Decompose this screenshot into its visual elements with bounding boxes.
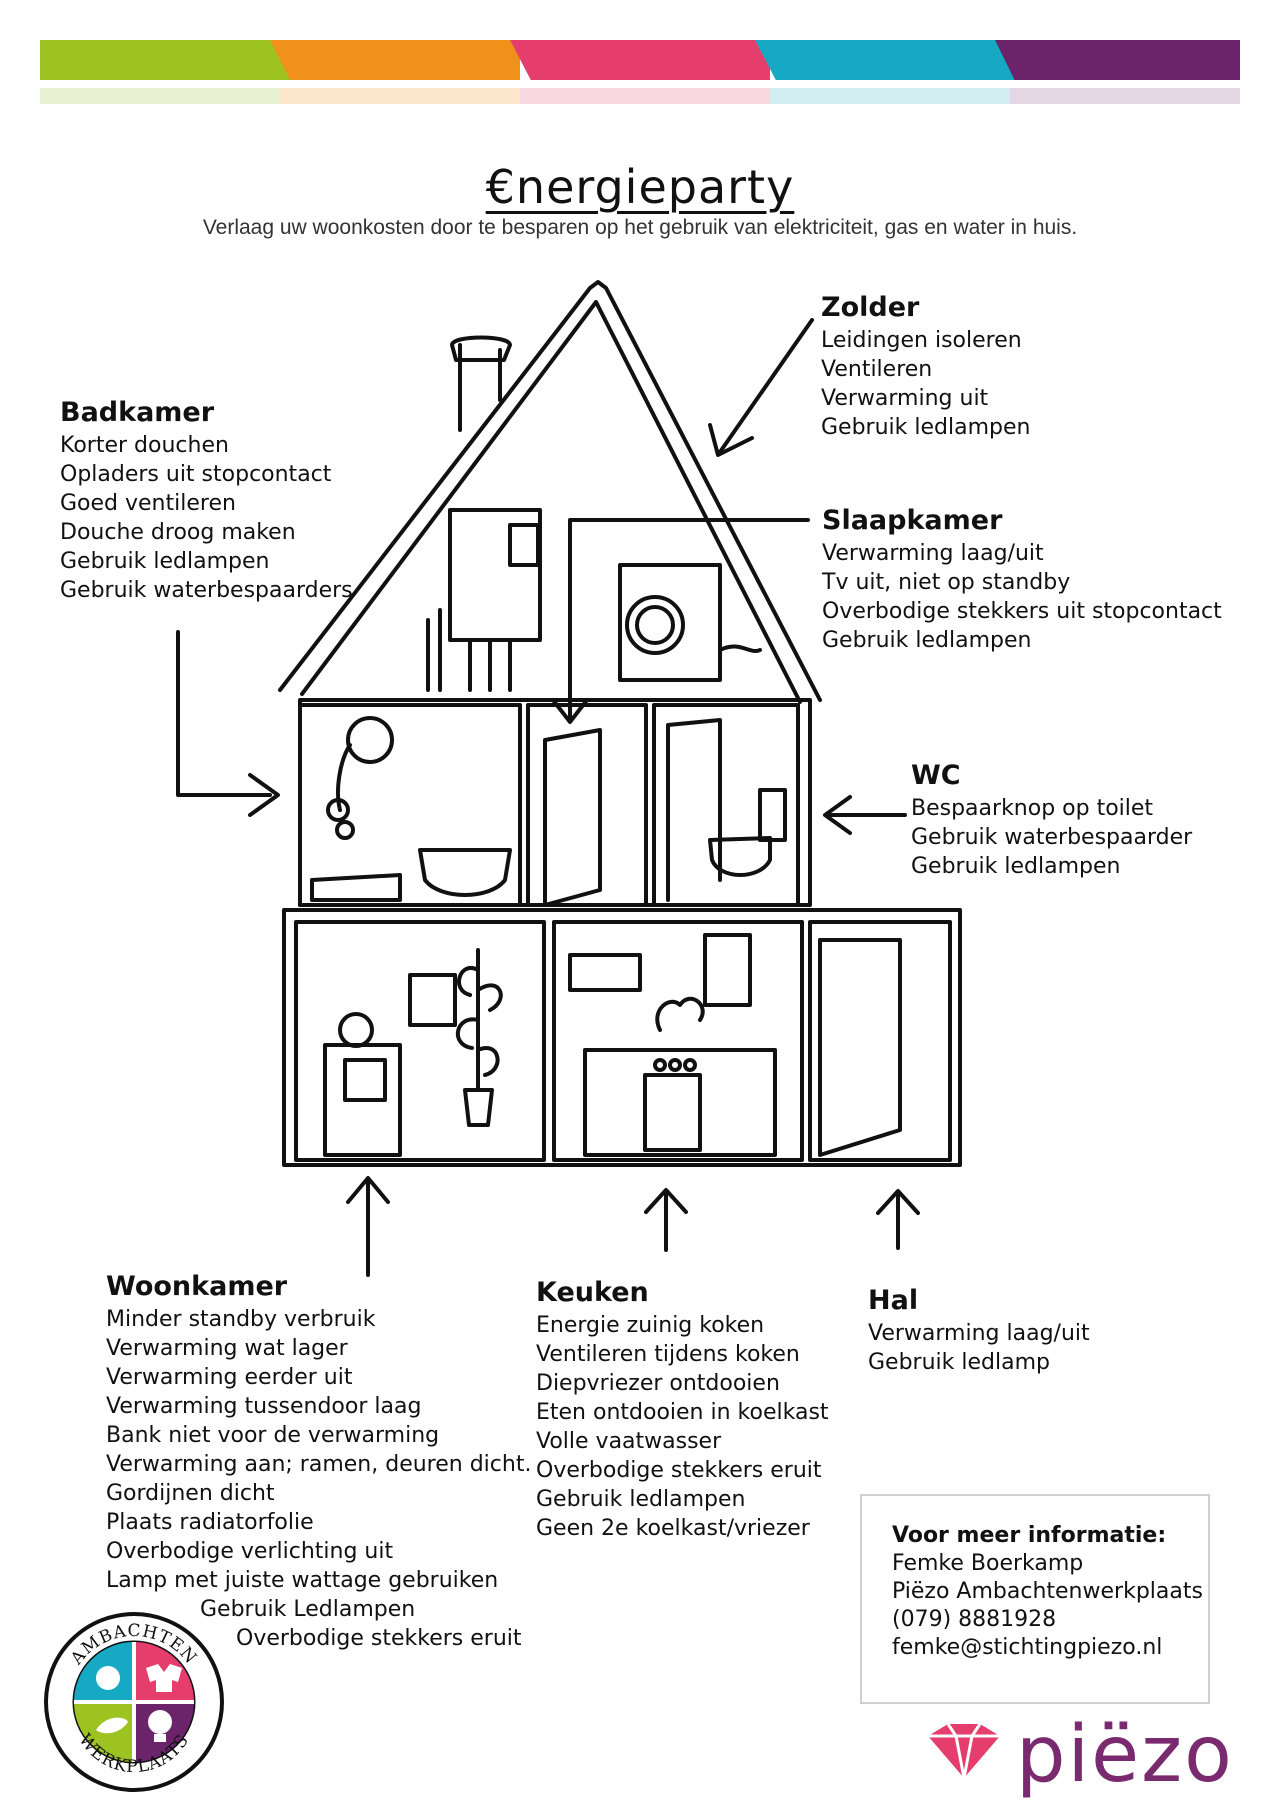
piezo-logo-text: piëzo <box>1016 1710 1234 1800</box>
color-bar-pink <box>510 40 770 80</box>
tip-item: Overbodige stekkers eruit <box>536 1458 822 1483</box>
tip-item: Douche droog maken <box>60 520 296 545</box>
color-bar-light-cyan <box>770 88 1010 104</box>
tip-item: Gordijnen dicht <box>106 1481 275 1506</box>
tip-item: Gebruik ledlampen <box>536 1487 746 1512</box>
room-slaapkamer: Slaapkamer Verwarming laag/uit Tv uit, n… <box>822 505 1222 655</box>
tip-item: Gebruik ledlamp <box>868 1350 1050 1375</box>
tip-item: Minder standby verbruik <box>106 1307 376 1332</box>
tip-item: Diepvriezer ontdooien <box>536 1371 780 1396</box>
color-bar-light-orange <box>280 88 520 104</box>
tip-item: Volle vaatwasser <box>536 1429 722 1454</box>
tip-item: Gebruik waterbespaarders <box>60 578 353 603</box>
room-title: Woonkamer <box>106 1271 288 1302</box>
tip-item: Geen 2e koelkast/vriezer <box>536 1516 810 1541</box>
room-wc: WC Bespaarknop op toilet Gebruik waterbe… <box>911 760 1192 881</box>
tip-item: Gebruik Ledlampen <box>200 1597 416 1622</box>
tip-item: Bank niet voor de verwarming <box>106 1423 440 1448</box>
color-bar-orange <box>270 40 520 80</box>
piezo-logo <box>928 1723 1000 1779</box>
tip-item: Energie zuinig koken <box>536 1313 765 1338</box>
color-bar-green <box>40 40 290 80</box>
tip-item: Gebruik ledlampen <box>60 549 270 574</box>
tip-item: Bespaarknop op toilet <box>911 796 1154 821</box>
tip-item: Eten ontdooien in koelkast <box>536 1400 829 1425</box>
tip-item: Verwarming uit <box>821 386 989 411</box>
tip-item: Opladers uit stopcontact <box>60 462 332 487</box>
room-zolder: Zolder Leidingen isoleren Ventileren Ver… <box>821 292 1030 442</box>
tip-item: Plaats radiatorfolie <box>106 1510 314 1535</box>
tip-item: Ventileren tijdens koken <box>536 1342 800 1367</box>
color-bar-cyan <box>755 40 1015 80</box>
room-badkamer: Badkamer Korter douchen Opladers uit sto… <box>60 397 353 605</box>
tip-item: Verwarming aan; ramen, deuren dicht. <box>106 1452 532 1477</box>
room-keuken: Keuken Energie zuinig koken Ventileren t… <box>536 1277 829 1543</box>
tip-item: Leidingen isoleren <box>821 328 1022 353</box>
lightbulb-icon <box>148 1710 172 1734</box>
room-title: Badkamer <box>60 397 215 428</box>
tip-item: Gebruik waterbespaarder <box>911 825 1193 850</box>
shirt-icon <box>146 1664 182 1692</box>
tip-item: Overbodige verlichting uit <box>106 1539 394 1564</box>
tip-item: Tv uit, niet op standby <box>822 570 1071 595</box>
ambachten-werkplaats-logo: AMBACHTEN WERKPLAATS <box>44 1612 224 1792</box>
contact-email[interactable]: femke@stichtingpiezo.nl <box>892 1635 1163 1660</box>
diamond-icon <box>928 1723 1000 1779</box>
contact-info-box: Voor meer informatie: Femke Boerkamp Pië… <box>860 1494 1210 1704</box>
tip-item: Verwarming laag/uit <box>822 541 1044 566</box>
color-bar-light-green <box>40 88 280 104</box>
tip-item: Gebruik ledlampen <box>822 628 1032 653</box>
tip-item: Verwarming laag/uit <box>868 1321 1090 1346</box>
tip-item: Lamp met juiste wattage gebruiken <box>106 1568 499 1593</box>
room-title: Slaapkamer <box>822 505 1003 536</box>
room-title: Zolder <box>821 292 920 323</box>
tip-item: Verwarming tussendoor laag <box>106 1394 422 1419</box>
room-title: Hal <box>868 1285 919 1316</box>
leaf-icon <box>96 1717 128 1734</box>
tip-item: Ventileren <box>821 357 933 382</box>
contact-phone: (079) 8881928 <box>892 1607 1057 1632</box>
tip-item: Overbodige stekkers uit stopcontact <box>822 599 1222 624</box>
tip-item: Verwarming eerder uit <box>106 1365 353 1390</box>
room-title: WC <box>911 760 961 791</box>
color-bar-light-pink <box>520 88 770 104</box>
contact-name: Femke Boerkamp <box>892 1551 1084 1576</box>
color-bar-purple <box>995 40 1240 80</box>
tip-item: Goed ventileren <box>60 491 236 516</box>
tip-item: Gebruik ledlampen <box>911 854 1121 879</box>
room-title: Keuken <box>536 1277 649 1308</box>
page-subtitle: Verlaag uw woonkosten door te besparen o… <box>202 216 1078 239</box>
contact-title: Voor meer informatie: <box>892 1523 1167 1548</box>
bolt-icon <box>96 1666 120 1690</box>
page-title: €nergieparty <box>485 160 795 214</box>
tip-item: Korter douchen <box>60 433 229 458</box>
color-bar-light-purple <box>1010 88 1240 104</box>
tip-item: Verwarming wat lager <box>106 1336 348 1361</box>
tip-item: Gebruik ledlampen <box>821 415 1031 440</box>
room-hal: Hal Verwarming laag/uit Gebruik ledlamp <box>868 1285 1090 1377</box>
room-woonkamer: Woonkamer Minder standby verbruik Verwar… <box>106 1271 531 1653</box>
contact-organization: Piëzo Ambachtenwerkplaats <box>892 1579 1203 1604</box>
tip-item: Overbodige stekkers eruit <box>236 1626 522 1651</box>
